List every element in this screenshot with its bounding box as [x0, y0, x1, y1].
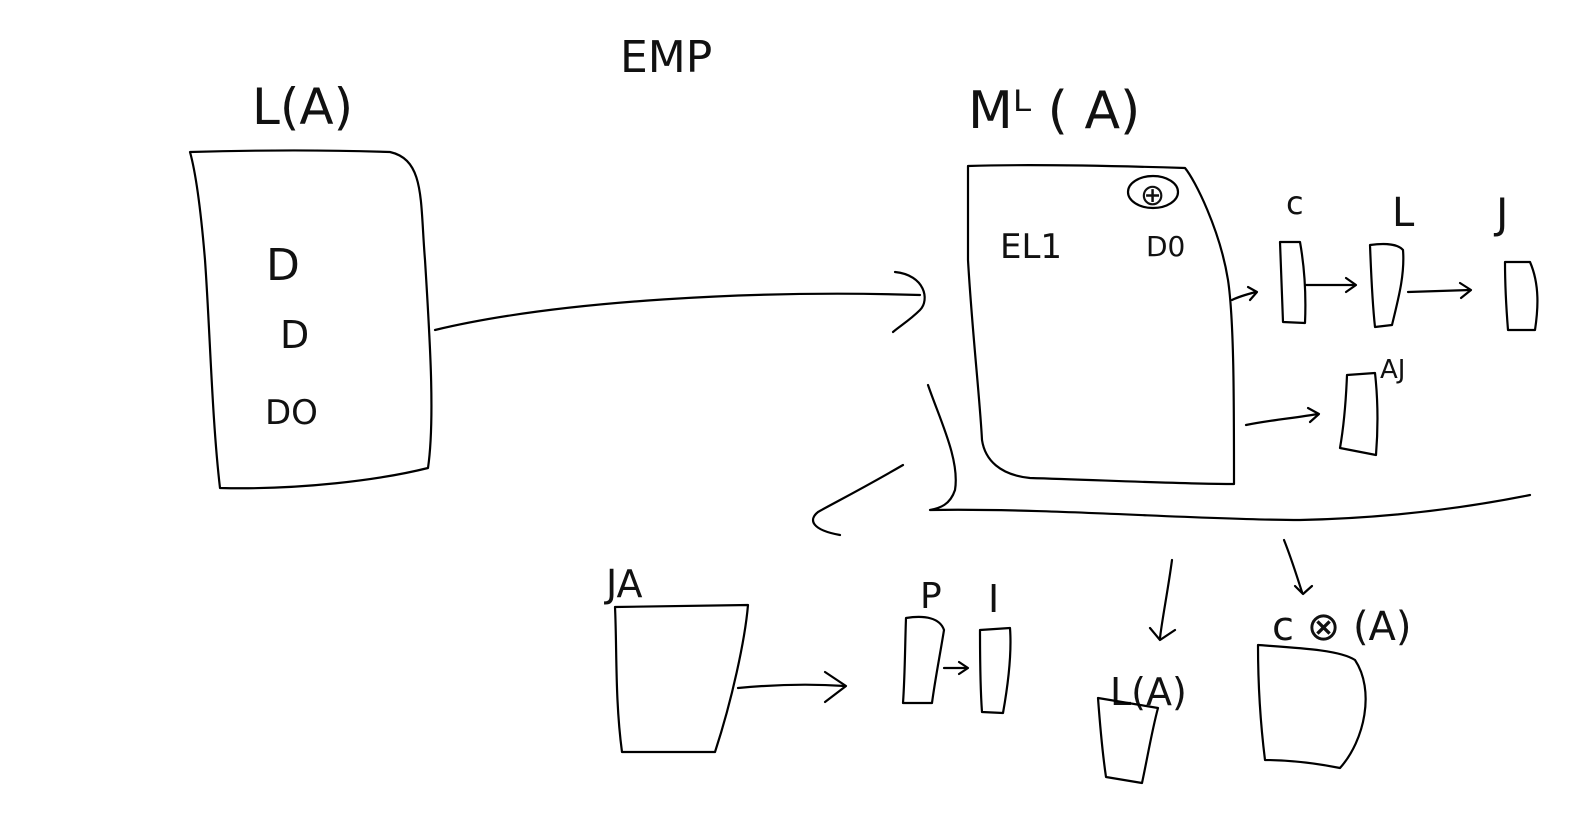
- arrow-ja-to-p-head: [823, 670, 848, 704]
- arrow-l-to-j-head: [1458, 281, 1473, 300]
- ml-a-label: Mᴸ ( A): [968, 81, 1140, 141]
- row-c-label: c: [1286, 184, 1304, 222]
- ml-a-inner-right: D0: [1146, 230, 1185, 263]
- arrow-to-ja-branch: [812, 463, 905, 537]
- row-l-box: [1368, 242, 1405, 329]
- l-a-content-2: D: [280, 313, 309, 357]
- diagram-title: EMP: [620, 32, 712, 83]
- row-c-box: [1278, 240, 1307, 325]
- l-a-content-1: D: [266, 240, 300, 291]
- ml-a-inner-symbol: ⊕: [1140, 178, 1165, 213]
- ml-a-inner-symbol-ring: [1126, 174, 1180, 210]
- i-label: I: [988, 577, 999, 621]
- arrow-to-c-a-head: [1293, 584, 1314, 596]
- arrow-ml-to-aj-head: [1306, 406, 1321, 424]
- arrow-l-to-ml: [433, 292, 922, 332]
- c-a-label: c ⊗ (A): [1272, 604, 1412, 650]
- ml-a-inner-left: EL1: [1000, 227, 1062, 267]
- arrow-to-l-a-bottom: [1158, 558, 1174, 640]
- p-box: [901, 615, 946, 705]
- arrow-to-c-a: [1282, 538, 1304, 594]
- ja-label: JA: [604, 562, 643, 606]
- branch-bracket: [926, 383, 1532, 522]
- ja-box: [613, 603, 750, 754]
- l-a-content-3: DO: [265, 393, 318, 433]
- arrow-l-to-j: [1406, 288, 1472, 294]
- arrow-ml-to-c: [1230, 290, 1258, 302]
- row-aj-label: AJ: [1380, 355, 1405, 385]
- arrow-l-to-ml-head: [891, 270, 926, 334]
- arrow-p-to-i-head: [957, 660, 970, 676]
- ml-a-box: [966, 164, 1236, 486]
- l-a-label: L(A): [252, 78, 353, 136]
- p-label: P: [920, 576, 942, 617]
- l-a-bottom-box: [1096, 696, 1160, 785]
- arrow-ja-to-p: [736, 683, 847, 690]
- row-aj-box: [1338, 371, 1379, 457]
- arrow-to-l-a-bottom-head: [1148, 626, 1177, 642]
- arrow-ml-to-aj: [1244, 412, 1320, 427]
- arrow-ml-to-c-head: [1246, 285, 1259, 302]
- l-a-box: [188, 149, 433, 490]
- i-box: [978, 626, 1012, 715]
- row-j-label: J: [1493, 189, 1508, 238]
- c-a-box: [1256, 643, 1367, 770]
- row-l-label: L: [1392, 190, 1415, 236]
- arrow-c-to-l-head: [1344, 276, 1358, 294]
- row-j-box: [1503, 260, 1539, 332]
